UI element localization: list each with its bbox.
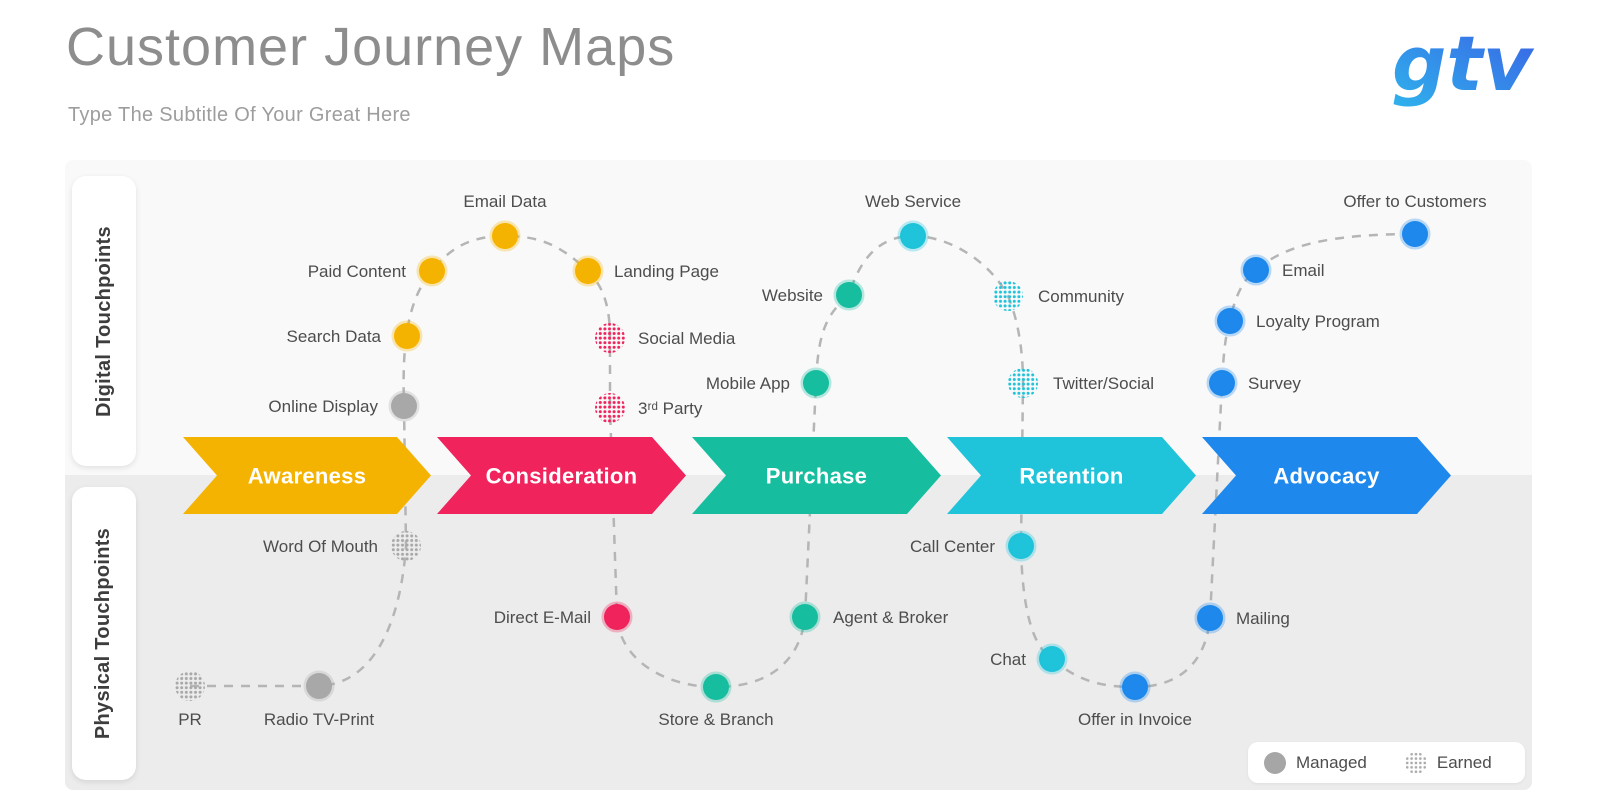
logo-text: gtv: [1392, 19, 1535, 108]
touchpoint-dot-3-party: [595, 393, 625, 423]
legend-earned-label: Earned: [1436, 752, 1492, 772]
touchpoint-label-call-center: Call Center: [910, 537, 995, 556]
touchpoint-label-offer-in-invoice: Offer in Invoice: [1078, 710, 1192, 729]
stage-arrow-retention: [947, 437, 1196, 514]
touchpoint-label-social-media: Social Media: [638, 329, 736, 348]
touchpoint-dot-paid-content: [416, 255, 448, 287]
touchpoint-dot-online-display: [388, 390, 420, 422]
touchpoint-label-loyalty-program: Loyalty Program: [1256, 312, 1380, 331]
touchpoint-dot-web-service: [897, 220, 929, 252]
touchpoint-label-3-party: 3ʳᵈ Party: [638, 399, 703, 418]
touchpoint-label-twitter-social: Twitter/Social: [1053, 374, 1154, 393]
legend: Managed Earned: [1248, 742, 1525, 783]
touchpoint-label-website: Website: [762, 286, 823, 305]
legend-managed-label: Managed: [1296, 752, 1367, 772]
touchpoint-dot-radio-tv-print: [303, 670, 335, 702]
page-title: Customer Journey Maps: [66, 17, 676, 77]
touchpoint-label-web-service: Web Service: [865, 192, 961, 211]
touchpoint-dot-search-data: [391, 320, 423, 352]
touchpoint-dot-store-branch: [700, 671, 732, 703]
touchpoint-label-agent-broker: Agent & Broker: [833, 608, 949, 627]
touchpoint-label-chat: Chat: [990, 650, 1026, 669]
touchpoint-label-search-data: Search Data: [287, 327, 382, 346]
legend-item-managed: Managed: [1264, 751, 1367, 774]
touchpoint-dot-direct-e-mail: [601, 601, 633, 633]
stage-label-advocacy: Advocacy: [1273, 464, 1380, 489]
touchpoint-dot-survey: [1206, 367, 1238, 399]
touchpoint-label-email-data: Email Data: [463, 192, 547, 211]
stage-label-purchase: Purchase: [766, 464, 867, 489]
touchpoint-label-store-branch: Store & Branch: [658, 710, 773, 729]
brand-logo: gtv: [1392, 19, 1535, 108]
touchpoint-dot-website: [833, 279, 865, 311]
legend-item-earned: Earned: [1404, 751, 1492, 774]
touchpoint-label-email: Email: [1282, 261, 1325, 280]
managed-dot-icon: [1264, 751, 1286, 774]
touchpoint-dot-word-of-mouth: [391, 531, 421, 561]
touchpoint-label-survey: Survey: [1248, 374, 1301, 393]
journey-path: [190, 232, 1416, 689]
stage-arrow-advocacy: [1202, 437, 1451, 514]
touchpoint-label-mobile-app: Mobile App: [706, 374, 790, 393]
touchpoint-label-paid-content: Paid Content: [308, 262, 407, 281]
touchpoint-label-online-display: Online Display: [268, 397, 378, 416]
touchpoint-label-pr: PR: [178, 710, 202, 729]
touchpoint-dot-agent-broker: [789, 601, 821, 633]
touchpoint-label-radio-tv-print: Radio TV-Print: [264, 710, 375, 729]
touchpoint-dot-call-center: [1005, 530, 1037, 562]
stage-label-consideration: Consideration: [486, 464, 638, 489]
touchpoint-dot-email-data: [489, 220, 521, 252]
touchpoint-dot-loyalty-program: [1214, 305, 1246, 337]
stage-label-retention: Retention: [1019, 464, 1123, 489]
touchpoint-dot-mailing: [1194, 602, 1226, 634]
touchpoint-dot-offer-in-invoice: [1119, 671, 1151, 703]
touchpoint-label-community: Community: [1038, 287, 1124, 306]
stage-arrow-purchase: [692, 437, 941, 514]
physical-touchpoints-card: Physical Touchpoints: [72, 487, 136, 780]
touchpoint-dot-pr: [175, 671, 205, 701]
stage-label-awareness: Awareness: [248, 464, 366, 489]
digital-touchpoints-card: Digital Touchpoints: [72, 176, 136, 466]
stage-arrow-consideration: [437, 437, 686, 514]
touchpoint-label-direct-e-mail: Direct E-Mail: [494, 608, 591, 627]
touchpoint-dot-community: [993, 281, 1023, 311]
touchpoint-label-offer-to-customers: Offer to Customers: [1343, 192, 1486, 211]
touchpoint-label-landing-page: Landing Page: [614, 262, 719, 281]
touchpoint-dot-social-media: [595, 323, 625, 353]
touchpoint-label-word-of-mouth: Word Of Mouth: [263, 537, 378, 556]
earned-dot-icon: [1404, 751, 1427, 774]
touchpoint-dot-email: [1240, 254, 1272, 286]
touchpoint-dot-offer-to-customers: [1399, 218, 1431, 250]
touchpoint-dot-landing-page: [572, 255, 604, 287]
physical-touchpoints-background: [65, 475, 1532, 790]
touchpoint-dot-chat: [1036, 643, 1068, 675]
page-subtitle: Type The Subtitle Of Your Great Here: [68, 104, 411, 126]
touchpoint-dot-twitter-social: [1008, 368, 1038, 398]
digital-touchpoints-background: [65, 160, 1532, 475]
touchpoint-dot-mobile-app: [800, 367, 832, 399]
stage-arrow-awareness: [183, 437, 431, 514]
touchpoint-label-mailing: Mailing: [1236, 609, 1290, 628]
